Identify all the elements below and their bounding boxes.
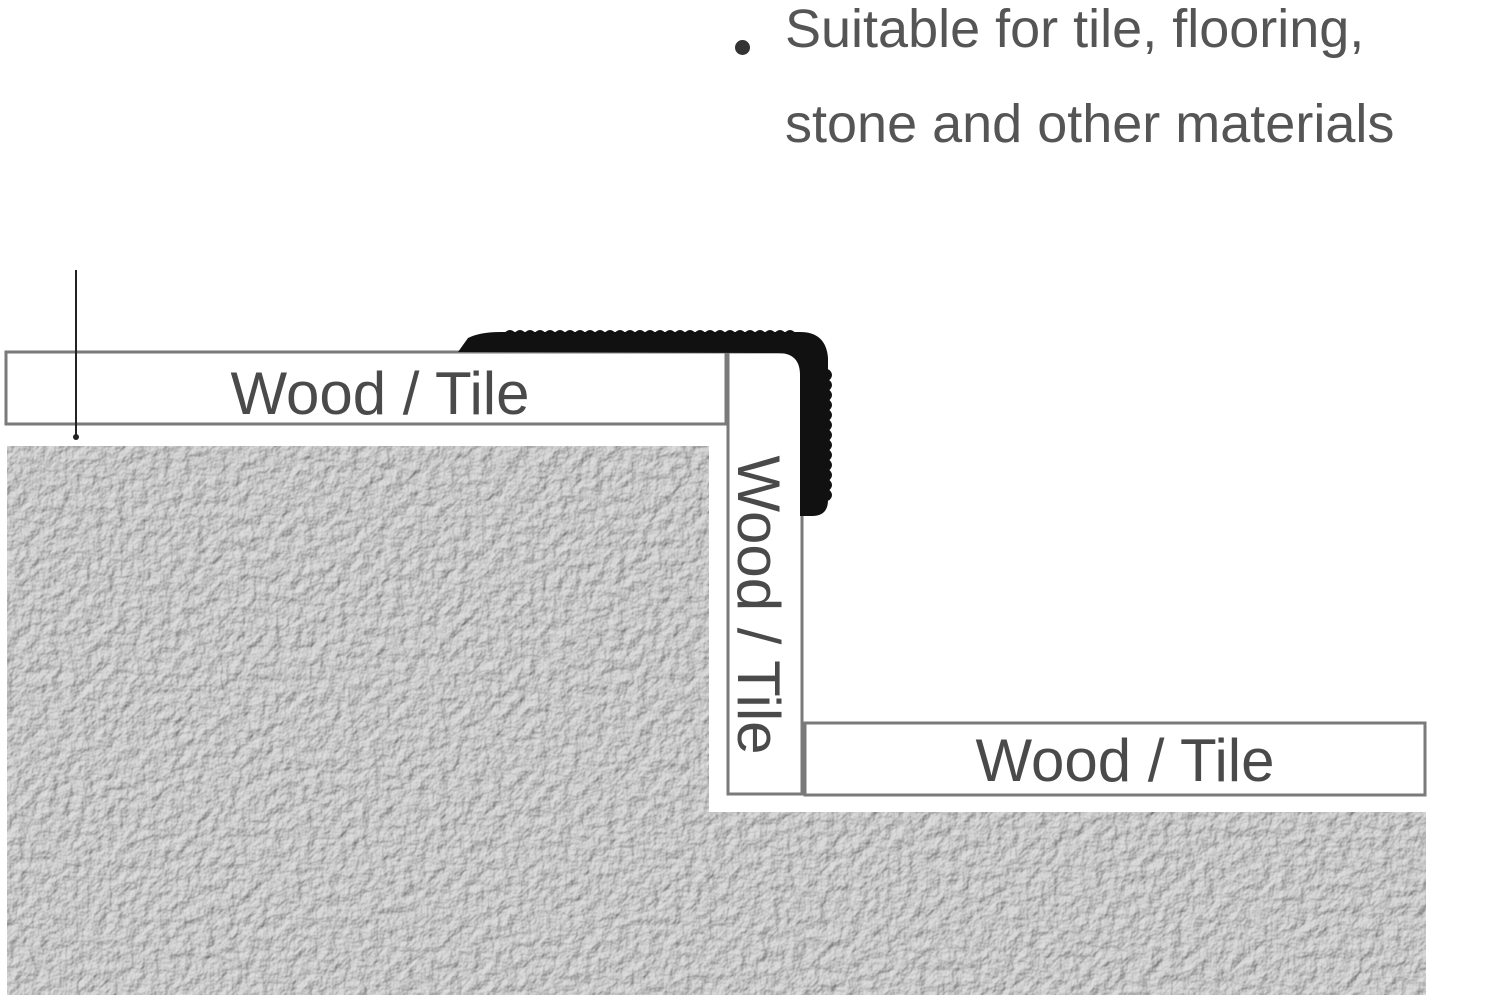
- riser-board-label: Wood / Tile: [725, 455, 792, 754]
- trim-grip-ribs: [504, 330, 796, 336]
- concrete-substrate: [7, 446, 1426, 995]
- lower-board: Wood / Tile: [803, 721, 1427, 797]
- upper-board-label: Wood / Tile: [230, 360, 529, 427]
- feature-bullet-text: Suitable for tile, flooring, stone and o…: [785, 0, 1500, 172]
- riser-board: Wood / Tile: [725, 350, 804, 796]
- bullet-dot-icon: [735, 40, 750, 55]
- lower-board-label: Wood / Tile: [975, 727, 1274, 794]
- feature-bullet-line-2: stone and other materials: [785, 94, 1395, 154]
- upper-board: Wood / Tile: [4, 350, 728, 427]
- feature-bullet-line-1: Suitable for tile, flooring,: [785, 0, 1365, 59]
- stair-nosing-trim: [458, 330, 832, 516]
- trim-side-bumps: [826, 369, 832, 501]
- leader-line: [73, 270, 79, 440]
